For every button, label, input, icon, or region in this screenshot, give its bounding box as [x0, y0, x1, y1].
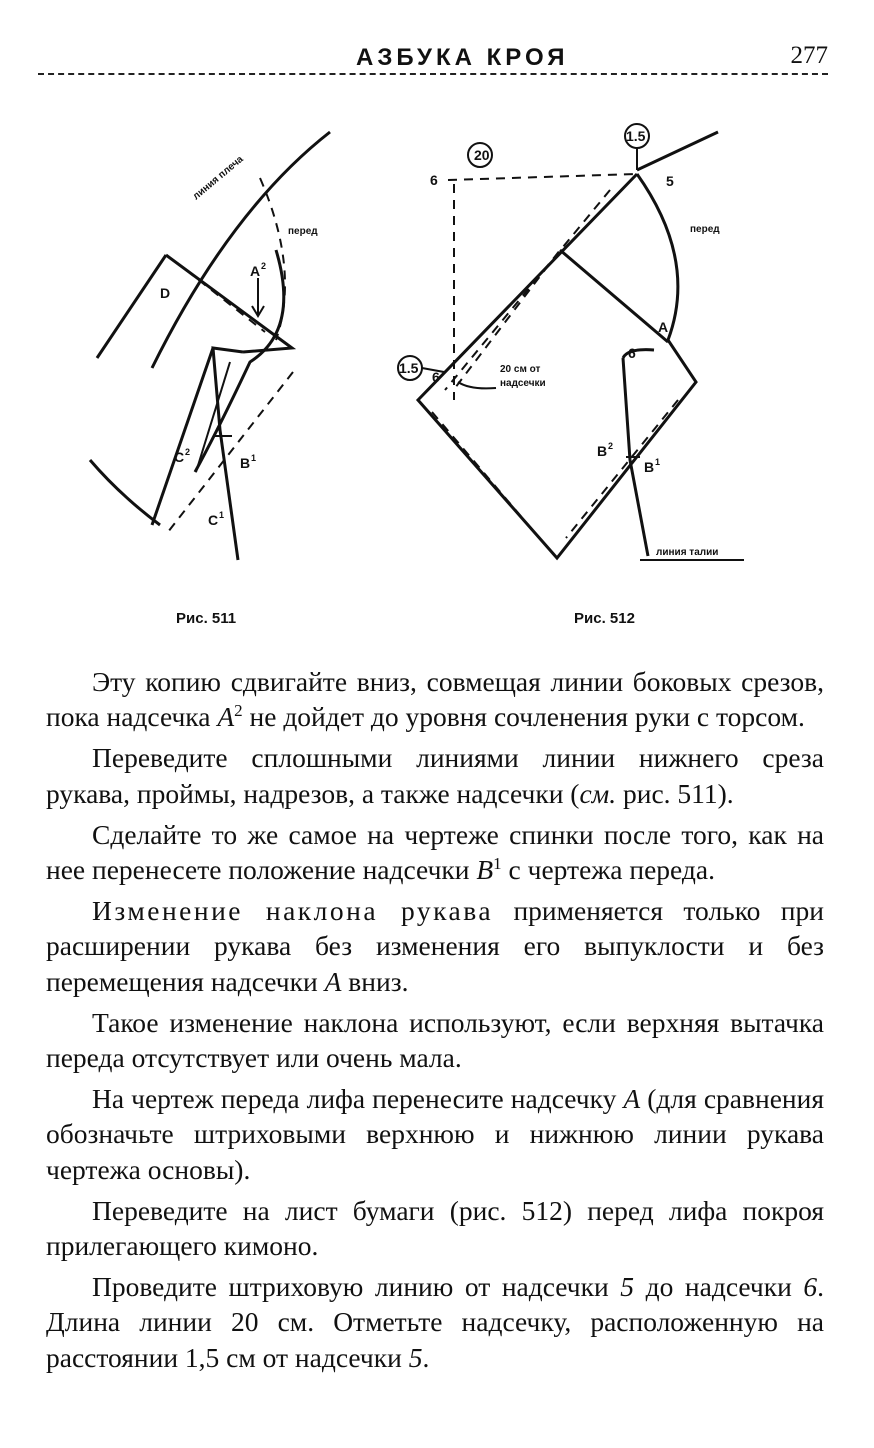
sleeve-inner-line: [195, 361, 231, 473]
side-seam-512: [621, 357, 650, 557]
caption-511: Рис. 511: [176, 610, 237, 627]
label-b1: B: [240, 455, 250, 471]
note-pointer: [457, 381, 497, 390]
figure-512-drawing: [397, 123, 744, 561]
shoulder-line-label: линия плеча: [191, 154, 246, 203]
label-5: 5: [666, 173, 674, 189]
sleeve-end: [165, 253, 297, 354]
shoulder-line-512: [636, 130, 719, 172]
label-circle-20: 20: [474, 147, 490, 163]
label-6-left: 6: [432, 369, 440, 385]
svg-text:1: 1: [655, 457, 660, 467]
label-b1-512: B: [644, 459, 654, 475]
svg-text:2: 2: [608, 441, 613, 451]
label-c1: C: [208, 512, 218, 528]
label-6-mid: 6: [628, 345, 636, 361]
dashed-lower: [431, 411, 549, 549]
label-a2: A: [250, 263, 260, 279]
paragraph-6: На чертеж переда лифа перенесите надсечк…: [46, 1083, 824, 1185]
side-curve: [88, 459, 161, 527]
paragraph-5: Такое изменение наклона используют, если…: [46, 1006, 824, 1074]
sleeve-top-left: [95, 254, 168, 359]
figures-area: линия плеча перед A 2 D C 2 B 1 C 1: [0, 100, 874, 660]
underarm-curve: [621, 348, 655, 359]
front-label-511: перед: [288, 226, 318, 237]
side-seam: [211, 346, 244, 561]
paragraph-1: Эту копию сдвигайте вниз, совмещая линии…: [46, 666, 824, 733]
running-header: АЗБУКА КРОЯ 277: [38, 40, 828, 80]
note-line-2: надсечки: [500, 378, 546, 389]
sleeve-dashed-lower: [167, 371, 294, 533]
note-line-1: 20 см от: [500, 364, 540, 375]
label-6-top: 6: [430, 172, 438, 188]
waist-line-label: линия талии: [656, 547, 718, 558]
armhole-new: [193, 249, 286, 473]
front-label-512: перед: [690, 224, 720, 235]
pattern-drawings: линия плеча перед A 2 D C 2 B 1 C 1: [88, 123, 744, 561]
label-b2: B: [597, 443, 607, 459]
running-title: АЗБУКА КРОЯ: [350, 44, 575, 72]
caption-512: Рис. 512: [574, 610, 635, 627]
label-a-512: A: [658, 319, 668, 335]
page-number: 277: [784, 42, 828, 70]
dashed-diag-1: [444, 189, 611, 391]
svg-text:1: 1: [251, 453, 256, 463]
sleeve-dashed-upper: [185, 269, 266, 333]
paragraph-2: Переведите сплошными линиями линии нижне…: [46, 742, 824, 809]
body-text: Эту копию сдвигайте вниз, совмещая линии…: [46, 664, 824, 1381]
svg-text:2: 2: [261, 261, 266, 271]
dashed-lower-2: [565, 399, 679, 539]
label-d: D: [160, 285, 170, 301]
paragraph-7: Переведите на лист бумаги (рис. 512) пер…: [46, 1194, 824, 1262]
dashed-diag-2: [454, 248, 669, 389]
dashed-top-line: [447, 173, 638, 181]
header-rule: [38, 73, 828, 75]
circle-20: [467, 142, 493, 168]
shoulder-line: [150, 130, 331, 369]
paragraph-8: Проведите штриховую линию от надсечки 5 …: [46, 1271, 824, 1373]
armhole-512: [635, 173, 680, 341]
svg-text:1: 1: [219, 510, 224, 520]
label-circle-15-left: 1.5: [399, 360, 419, 376]
label-circle-15-top: 1.5: [626, 128, 646, 144]
solid-diag: [559, 248, 669, 344]
svg-text:2: 2: [185, 447, 190, 457]
figure-511-drawing: [88, 130, 331, 561]
label-c2: C: [174, 449, 184, 465]
paragraph-3: Сделайте то же самое на чертеже спинки п…: [46, 818, 824, 886]
paragraph-4: Изменение наклона рукава применяется тол…: [46, 895, 824, 997]
sleeve-lower-edge: [150, 347, 215, 526]
sleeve-outline-512: [415, 172, 698, 561]
